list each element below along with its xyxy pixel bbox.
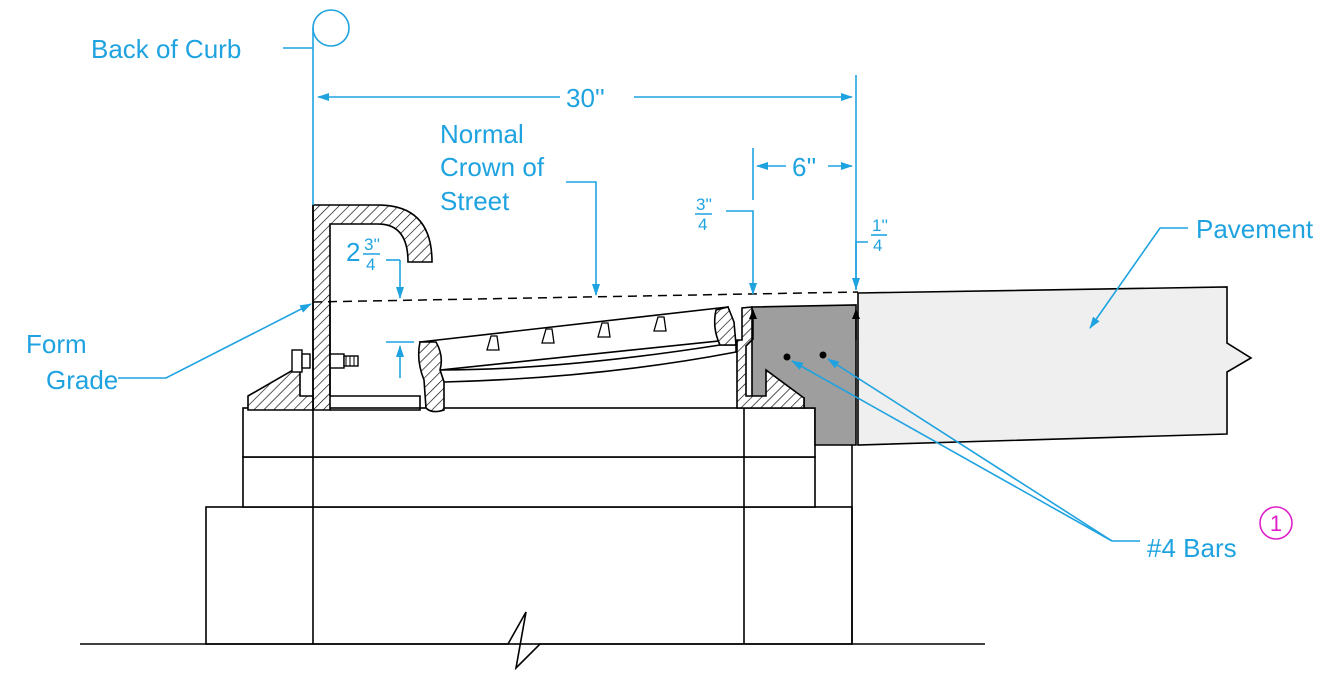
note-circle (1259, 506, 1293, 540)
dimension-6 (752, 148, 853, 200)
back-of-curb-label: Back of Curb (91, 34, 241, 64)
dim-quarter-leader (852, 241, 868, 290)
dim-two-den: 4 (366, 255, 375, 274)
dim-two-whole: 2 (346, 237, 360, 267)
dim-three-quarter-leader (726, 210, 757, 295)
normal-crown-dashed-line (312, 291, 859, 303)
base-block-lower (242, 456, 816, 508)
bars-leaders (791, 358, 1140, 542)
form-grade-label-line1: Form (26, 329, 87, 359)
rebar-dot-2 (819, 351, 827, 359)
dim-three-quarter-num: 3'' (696, 195, 712, 214)
curb-form-hatched (312, 204, 433, 411)
pavement-leader (1089, 227, 1188, 329)
normal-crown-label-line2: Crown of (440, 152, 545, 182)
dim-two-markers (386, 259, 414, 378)
normal-crown-leader (566, 181, 600, 296)
base-block-upper (242, 407, 816, 458)
dim-three-quarter-den: 4 (698, 215, 707, 234)
dimension-30-label: 30'' (566, 83, 605, 113)
rebar-dot-1 (783, 353, 791, 361)
pavement-slab (857, 286, 1253, 446)
base-footing (205, 506, 853, 645)
right-frame-hatched (736, 306, 805, 409)
ground-break-line (80, 611, 985, 671)
pavement-label: Pavement (1196, 214, 1314, 244)
dim-quarter-num: 1'' (872, 216, 888, 235)
dim-quarter-den: 4 (873, 236, 882, 255)
normal-crown-label-line1: Normal (440, 119, 524, 149)
curb-bottom-plate (330, 395, 421, 411)
dimension-6-label: 6'' (792, 152, 816, 182)
form-grade-leader (118, 303, 312, 379)
bars-label: #4 Bars (1147, 533, 1237, 563)
dim-two-num: 3'' (364, 235, 380, 254)
bolt-icon (291, 349, 359, 373)
normal-crown-label-line3: Street (440, 186, 510, 216)
note-number: 1 (1270, 511, 1282, 536)
form-grade-label-line2: Grade (46, 365, 118, 395)
left-bracket-hatched (247, 364, 314, 411)
back-of-curb-callout (283, 9, 350, 205)
gutter-grate (417, 306, 737, 413)
